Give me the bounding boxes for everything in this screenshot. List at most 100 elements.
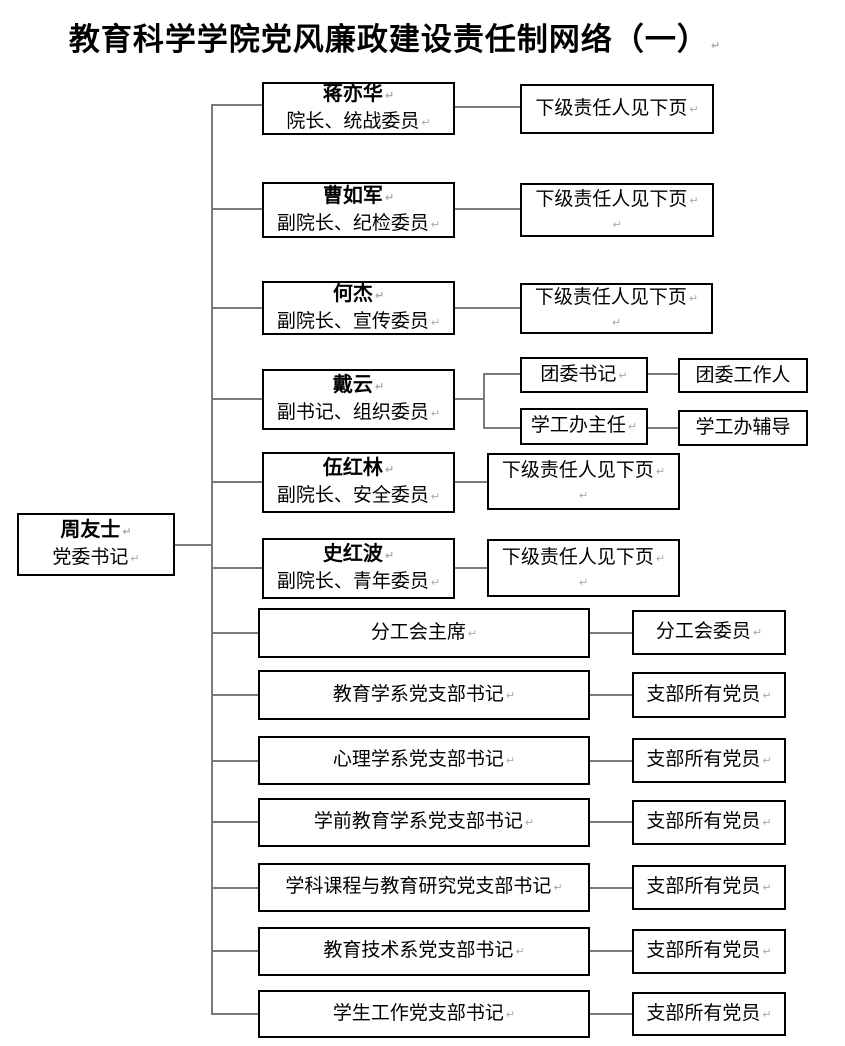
- node-next-page-5: 下级责任人见下页: [487, 453, 680, 510]
- conn-row13: [590, 1013, 632, 1015]
- stub-row13: [211, 1013, 258, 1015]
- person-role: 副院长、安全委员: [277, 483, 440, 510]
- members-label: 支部所有党员: [646, 809, 771, 836]
- blank-line: [579, 572, 588, 592]
- members-label: 支部所有党员: [646, 874, 771, 901]
- node-student-office-counselor: 学工办辅导: [678, 410, 808, 446]
- node-group-members-3: 支部所有党员: [632, 738, 786, 783]
- group-label: 学前教育学系党支部书记: [314, 809, 534, 836]
- person-name: 伍红林: [323, 455, 394, 483]
- node-leader-5: 伍红林 副院长、安全委员: [262, 452, 455, 513]
- conn-row1: [455, 106, 520, 108]
- branch-top-stub: [483, 373, 520, 375]
- group-label: 分工会主席: [371, 620, 477, 647]
- node-group-members-4: 支部所有党员: [632, 800, 786, 845]
- node-student-office-director: 学工办主任: [520, 408, 648, 445]
- person-name: 史红波: [323, 541, 394, 569]
- conn-row9: [590, 760, 632, 762]
- node-leader-3: 何杰 副院长、宣传委员: [262, 281, 455, 335]
- conn-row6: [455, 567, 487, 569]
- stub-row11: [211, 887, 258, 889]
- league-secretary-label: 团委书记: [540, 362, 627, 389]
- person-role: 副院长、纪检委员: [277, 211, 440, 238]
- person-name: 戴云: [333, 372, 384, 400]
- group-label: 学科课程与教育研究党支部书记: [285, 874, 562, 901]
- node-group-1: 分工会主席: [258, 608, 590, 658]
- person-name: 周友士: [60, 517, 131, 545]
- group-label: 心理学系党支部书记: [333, 747, 515, 774]
- conn-row7: [590, 632, 632, 634]
- student-office-director-label: 学工办主任: [531, 413, 637, 440]
- conn-row10: [590, 821, 632, 823]
- node-group-6: 教育技术系党支部书记: [258, 927, 590, 976]
- stub-row6: [211, 567, 262, 569]
- conn-row3: [455, 307, 520, 309]
- node-league-staff: 团委工作人: [678, 358, 808, 393]
- node-next-page-2: 下级责任人见下页: [520, 183, 714, 237]
- node-group-2: 教育学系党支部书记: [258, 670, 590, 720]
- node-league-secretary: 团委书记: [520, 357, 648, 393]
- node-party-secretary: 周友士 党委书记: [17, 513, 175, 576]
- student-office-counselor-label: 学工办辅导: [695, 417, 791, 438]
- node-group-members-5: 支部所有党员: [632, 865, 786, 910]
- person-role: 副书记、组织委员: [277, 400, 440, 427]
- person-role: 院长、统战委员: [286, 109, 430, 136]
- stub-row2: [211, 208, 262, 210]
- members-label: 支部所有党员: [646, 938, 771, 965]
- node-leader-2: 曹如军 副院长、纪检委员: [262, 182, 455, 238]
- trunk-line: [211, 104, 213, 1015]
- conn-row2: [455, 208, 520, 210]
- person-role: 党委书记: [52, 545, 139, 572]
- next-page-label: 下级责任人见下页: [535, 187, 698, 214]
- node-group-members-2: 支部所有党员: [632, 672, 786, 718]
- league-staff-label: 团委工作人: [695, 364, 791, 386]
- blank-line: [612, 214, 621, 234]
- root-connector: [175, 544, 213, 546]
- chart-title: 教育科学学院党风廉政建设责任制网络（一）: [10, 14, 780, 59]
- node-leader-1: 蒋亦华 院长、统战委员: [262, 82, 455, 135]
- next-page-label: 下级责任人见下页: [502, 458, 665, 485]
- conn-row5: [455, 481, 487, 483]
- person-name: 曹如军: [323, 183, 394, 211]
- conn-row11: [590, 887, 632, 889]
- node-leader-4: 戴云 副书记、组织委员: [262, 369, 455, 430]
- stub-row7: [211, 632, 258, 634]
- next-page-label: 下级责任人见下页: [502, 545, 665, 572]
- branch-bottom-stub: [483, 427, 520, 429]
- stub-row5: [211, 481, 262, 483]
- stub-row8: [211, 694, 258, 696]
- members-label: 支部所有党员: [646, 682, 771, 709]
- node-group-members-6: 支部所有党员: [632, 929, 786, 974]
- group-label: 教育学系党支部书记: [333, 682, 515, 709]
- conn-league: [648, 373, 678, 375]
- group-label: 学生工作党支部书记: [333, 1001, 515, 1028]
- node-next-page-1: 下级责任人见下页: [520, 84, 714, 134]
- node-group-5: 学科课程与教育研究党支部书记: [258, 863, 590, 912]
- members-label: 分工会委员: [656, 619, 762, 646]
- node-next-page-6: 下级责任人见下页: [487, 539, 680, 597]
- node-next-page-3: 下级责任人见下页: [520, 283, 713, 334]
- stub-row9: [211, 760, 258, 762]
- person-role: 副院长、青年委员: [277, 569, 440, 596]
- next-page-label: 下级责任人见下页: [535, 285, 698, 312]
- stub-row4: [211, 398, 262, 400]
- next-page-label: 下级责任人见下页: [535, 96, 698, 123]
- node-leader-6: 史红波 副院长、青年委员: [262, 538, 455, 599]
- blank-line: [612, 312, 621, 332]
- node-group-members-1: 分工会委员: [632, 610, 786, 655]
- stub-row10: [211, 821, 258, 823]
- person-role: 副院长、宣传委员: [277, 309, 440, 336]
- conn-row8: [590, 694, 632, 696]
- conn-row4: [455, 398, 485, 400]
- group-label: 教育技术系党支部书记: [323, 938, 524, 965]
- members-label: 支部所有党员: [646, 747, 771, 774]
- conn-office: [648, 427, 678, 429]
- node-group-7: 学生工作党支部书记: [258, 990, 590, 1038]
- stub-row12: [211, 950, 258, 952]
- conn-row12: [590, 950, 632, 952]
- person-name: 何杰: [333, 281, 384, 309]
- stub-row3: [211, 307, 262, 309]
- branch-vertical: [483, 373, 485, 429]
- blank-line: [579, 485, 588, 505]
